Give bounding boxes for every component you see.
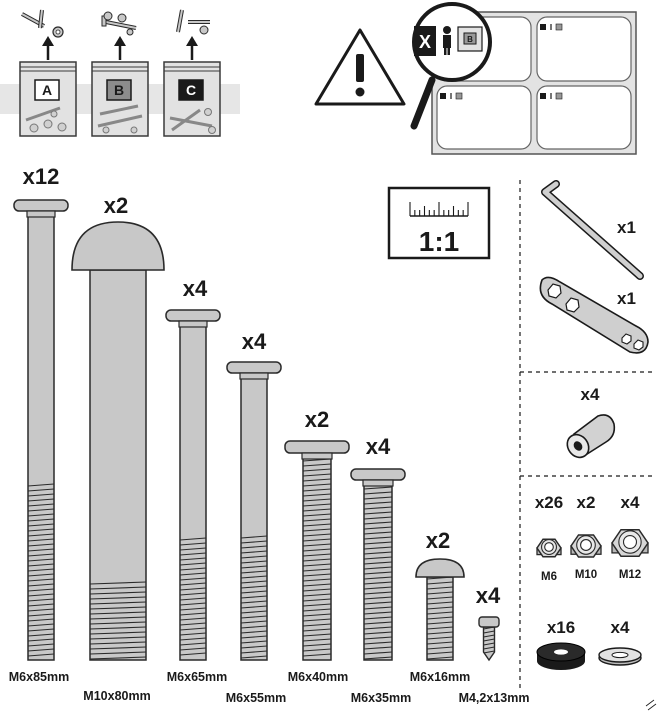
bolt-shaft <box>27 210 55 661</box>
nut-qty: x2 <box>577 493 596 512</box>
bag-c-arrow-icon <box>186 36 198 60</box>
bolt-qty: x2 <box>104 193 128 218</box>
bag-a-parts-icon <box>25 106 67 133</box>
corner-mark-icon <box>645 699 657 711</box>
compartment-label-icon <box>440 23 563 100</box>
wrench-qty: x1 <box>617 289 636 308</box>
bag-c: C <box>163 9 221 137</box>
hex-key-icon <box>541 180 644 280</box>
bolt-shaft <box>89 269 147 661</box>
bag-a: A <box>19 9 77 137</box>
nut-size-label: M12 <box>619 569 641 581</box>
bag-b: B <box>91 11 149 137</box>
bolt-qty: x4 <box>183 276 208 301</box>
bolt-qty: x4 <box>242 329 267 354</box>
bag-a-letter: A <box>42 82 52 98</box>
no-mark-icon: X <box>419 32 431 52</box>
washer-large-qty: x16 <box>547 618 575 637</box>
bolt-qty: x4 <box>476 583 501 608</box>
washer-small-icon <box>598 647 642 666</box>
sorting-box-tag-letter: B <box>467 35 473 44</box>
bolt-size-label: M6x16mm <box>410 670 470 684</box>
bolt-qty: x2 <box>305 407 329 432</box>
scale-label: 1:1 <box>419 226 459 257</box>
bag-b-letter: B <box>114 82 124 98</box>
spacer-icon <box>566 414 616 459</box>
bag-a-tag <box>34 79 60 101</box>
bolt-size-label: M6x40mm <box>288 670 348 684</box>
bolt-size-label: M6x65mm <box>167 670 227 684</box>
nut-qty: x26 <box>535 493 563 512</box>
bag-a-arrow-icon <box>42 36 54 60</box>
magnifier-icon: X B <box>410 2 492 130</box>
bolt-qty: x12 <box>23 164 60 189</box>
ruler-icon <box>409 202 469 217</box>
bag-c-letter: C <box>186 82 196 98</box>
nut-size-label: M10 <box>575 569 597 581</box>
bolt-size-label: M6x55mm <box>226 691 286 705</box>
bolt-qty: x4 <box>366 434 391 459</box>
washer-large-icon <box>536 642 586 670</box>
bag-c-contents-icon <box>176 9 210 35</box>
bag-c-parts-icon <box>169 108 216 134</box>
wrench-icon <box>539 276 649 354</box>
bag-a-contents-icon <box>21 9 64 38</box>
bolt-size-label: M6x85mm <box>9 670 69 684</box>
person-icon <box>443 26 451 55</box>
nut-qty: x4 <box>621 493 640 512</box>
bag-b-tag <box>106 79 132 101</box>
nut-size-label: M6 <box>541 571 557 583</box>
scale-box: 1:1 <box>387 186 491 260</box>
bolt-qty: x2 <box>426 528 450 553</box>
hex-key-qty: x1 <box>617 218 636 237</box>
bolt-size-label: M10x80mm <box>83 689 150 703</box>
bag-b-parts-icon <box>97 104 143 134</box>
bag-b-arrow-icon <box>114 36 126 60</box>
bolt-size-label: M6x35mm <box>351 691 411 705</box>
washer-small-qty: x4 <box>611 618 630 637</box>
bolts-group: x12M6x85mmx2M10x80mmx4M6x65mmx4M6x55mmx2… <box>9 164 530 705</box>
bag-c-tag <box>178 79 204 101</box>
bolt-size-label: M4,2x13mm <box>459 691 530 705</box>
warning-icon <box>314 28 406 106</box>
section-dividers <box>519 180 655 690</box>
bag-b-contents-icon <box>101 11 137 36</box>
spacer-qty: x4 <box>581 385 600 404</box>
